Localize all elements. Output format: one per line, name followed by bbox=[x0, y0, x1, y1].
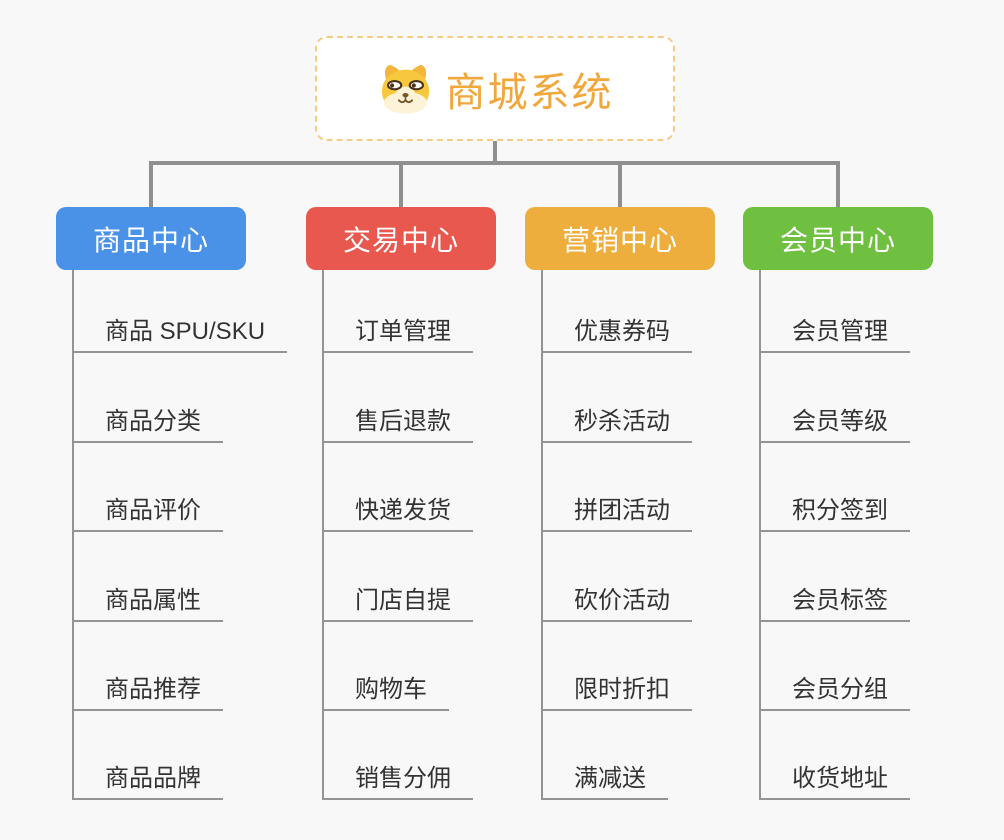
branch-spine bbox=[322, 270, 324, 800]
topic-item[interactable]: 会员管理 bbox=[759, 264, 910, 354]
topic-item[interactable]: 商品 SPU/SKU bbox=[72, 264, 288, 354]
branch-marketing-center: 营销中心 优惠券码 秒杀活动 拼团活动 砍价活动 限时折扣 满减送 bbox=[525, 207, 715, 801]
connector-root-drop bbox=[493, 141, 497, 163]
topic-item[interactable]: 砍价活动 bbox=[541, 532, 692, 622]
branch-label: 商品中心 bbox=[92, 224, 209, 256]
branch-spine bbox=[541, 270, 543, 800]
topic-item[interactable]: 收货地址 bbox=[759, 711, 910, 801]
topic-item[interactable]: 会员标签 bbox=[759, 532, 910, 622]
topic-item[interactable]: 积分签到 bbox=[759, 443, 910, 533]
topic-item[interactable]: 秒杀活动 bbox=[541, 353, 692, 443]
branch-items: 订单管理 售后退款 快递发货 门店自提 购物车 销售分佣 bbox=[322, 264, 473, 801]
topic-item[interactable]: 会员分组 bbox=[759, 622, 910, 711]
branch-items: 会员管理 会员等级 积分签到 会员标签 会员分组 收货地址 bbox=[759, 264, 910, 801]
topic-item[interactable]: 商品评价 bbox=[72, 443, 223, 533]
topic-item[interactable]: 限时折扣 bbox=[541, 622, 692, 711]
branch-member-center: 会员中心 会员管理 会员等级 积分签到 会员标签 会员分组 收货地址 bbox=[743, 207, 933, 801]
topic-item[interactable]: 会员等级 bbox=[759, 353, 910, 443]
branch-spine bbox=[72, 270, 74, 800]
connector-drop-member bbox=[836, 162, 840, 208]
branch-node-member-center[interactable]: 会员中心 bbox=[743, 207, 933, 270]
topic-item[interactable]: 商品品牌 bbox=[72, 711, 223, 801]
topic-item[interactable]: 拼团活动 bbox=[541, 443, 692, 533]
connector-drop-product bbox=[149, 162, 153, 208]
branch-node-trade-center[interactable]: 交易中心 bbox=[306, 207, 496, 270]
branch-label: 交易中心 bbox=[342, 224, 459, 256]
topic-item[interactable]: 快递发货 bbox=[322, 443, 473, 533]
branch-items: 优惠券码 秒杀活动 拼团活动 砍价活动 限时折扣 满减送 bbox=[541, 264, 692, 801]
branch-spine bbox=[759, 270, 761, 800]
branch-trade-center: 交易中心 订单管理 售后退款 快递发货 门店自提 购物车 销售分佣 bbox=[306, 207, 496, 801]
topic-item[interactable]: 售后退款 bbox=[322, 353, 473, 443]
branch-node-marketing-center[interactable]: 营销中心 bbox=[525, 207, 715, 270]
root-node[interactable]: 商城系统 bbox=[315, 36, 675, 141]
root-title: 商城系统 bbox=[445, 70, 614, 115]
branch-node-product-center[interactable]: 商品中心 bbox=[56, 207, 246, 270]
topic-item[interactable]: 满减送 bbox=[541, 711, 668, 801]
topic-item[interactable]: 销售分佣 bbox=[322, 711, 473, 801]
shiba-dog-face-icon bbox=[377, 63, 434, 114]
connector-drop-marketing bbox=[618, 162, 622, 208]
topic-item[interactable]: 商品分类 bbox=[72, 353, 223, 443]
branch-label: 营销中心 bbox=[561, 224, 678, 256]
topic-item[interactable]: 优惠券码 bbox=[541, 264, 692, 354]
branch-label: 会员中心 bbox=[779, 224, 896, 256]
topic-item[interactable]: 门店自提 bbox=[322, 532, 473, 622]
branch-items: 商品 SPU/SKU 商品分类 商品评价 商品属性 商品推荐 商品品牌 bbox=[72, 264, 288, 801]
topic-item[interactable]: 购物车 bbox=[322, 622, 449, 711]
connector-bus bbox=[149, 161, 840, 165]
topic-item[interactable]: 商品推荐 bbox=[72, 622, 223, 711]
topic-item[interactable]: 商品属性 bbox=[72, 532, 223, 622]
topic-item[interactable]: 订单管理 bbox=[322, 264, 473, 354]
branch-product-center: 商品中心 商品 SPU/SKU 商品分类 商品评价 商品属性 商品推荐 商品品牌 bbox=[56, 207, 288, 801]
connector-drop-trade bbox=[399, 162, 403, 208]
